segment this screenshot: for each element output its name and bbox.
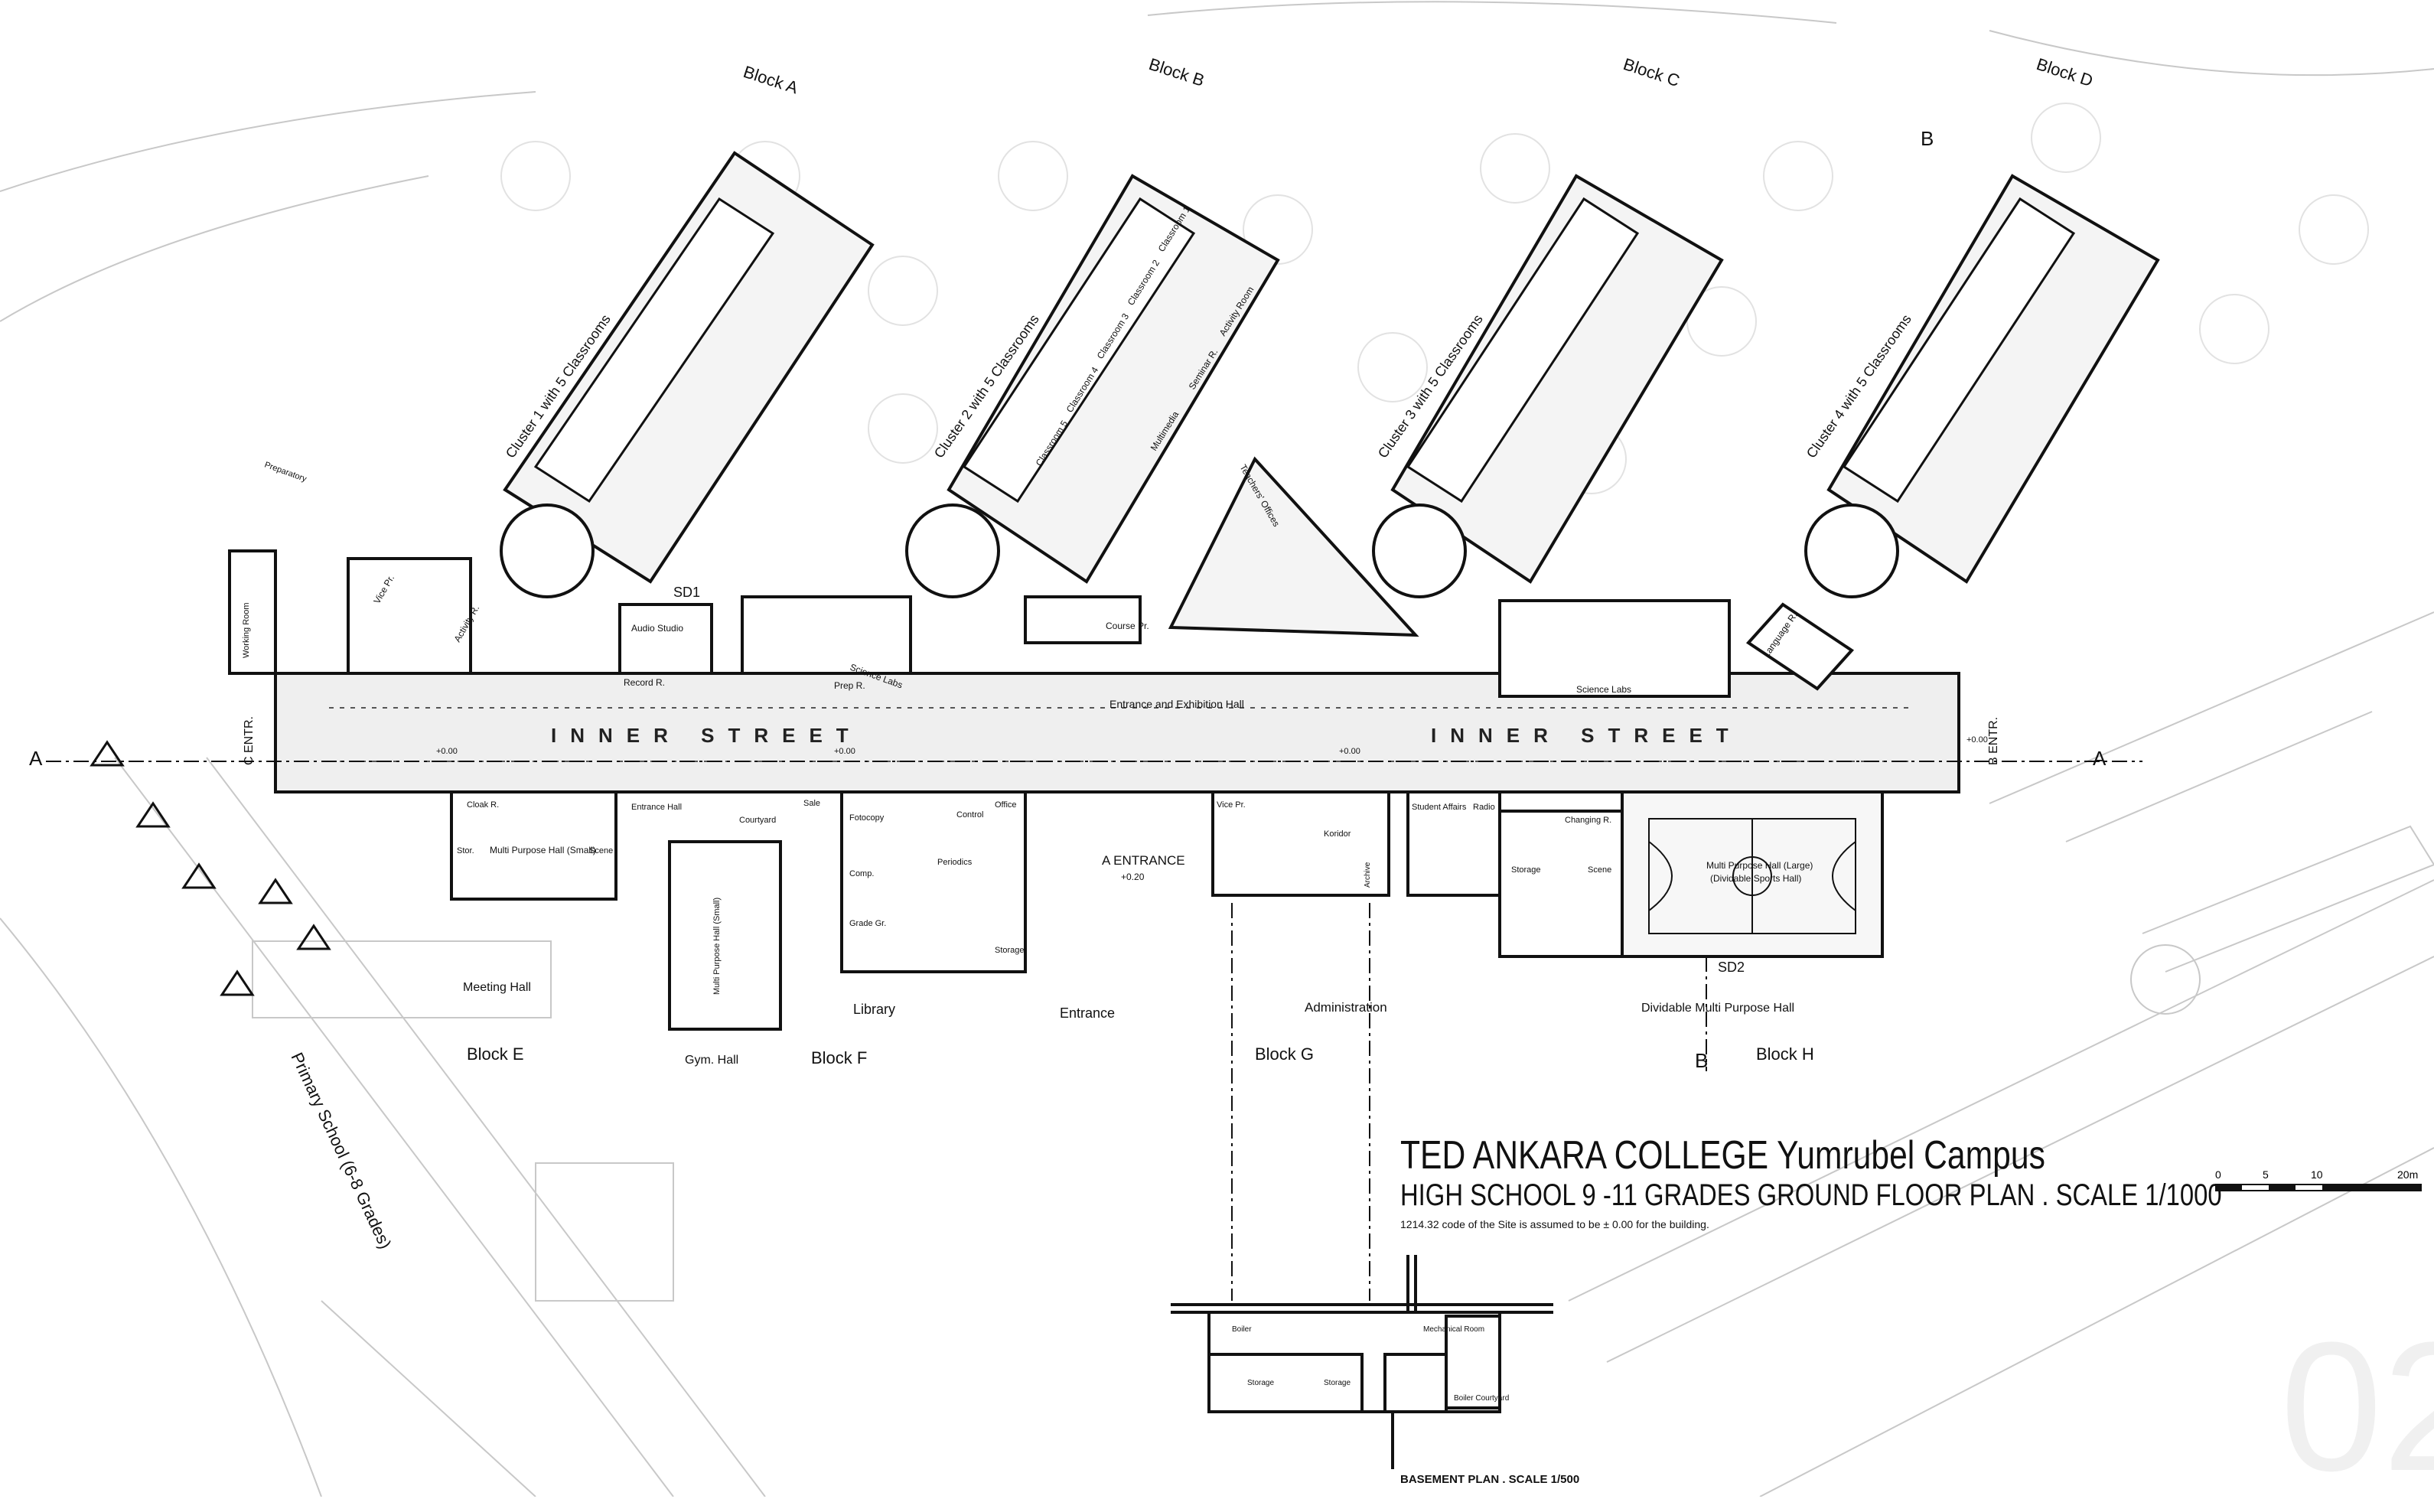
- sports-court: [1648, 818, 1856, 934]
- courtyard-label: Courtyard: [739, 816, 776, 825]
- basement-mechanical: Mechanical Room: [1423, 1325, 1484, 1334]
- scale-tick-10: 10: [2311, 1168, 2323, 1181]
- title-block: TED ANKARA COLLEGE Yumrubel Campus HIGH …: [1400, 1132, 2222, 1230]
- a-entrance-label: A ENTRANCE: [1102, 853, 1185, 868]
- control-label: Control: [956, 810, 983, 820]
- south-rooms: [450, 790, 1884, 1031]
- level-marker-1: +0.00: [436, 747, 458, 756]
- level-marker-3: +0.00: [1339, 747, 1360, 756]
- basement-storage-2: Storage: [1324, 1379, 1351, 1387]
- sale-label: Sale: [803, 799, 820, 808]
- vice-pr-admin-label: Vice Pr.: [1217, 800, 1246, 810]
- drawing-subtitle: HIGH SCHOOL 9 -11 GRADES GROUND FLOOR PL…: [1400, 1178, 2222, 1212]
- grade-gr-label: Grade Gr.: [849, 919, 886, 928]
- primary-school-label: Primary School (6-8 Grades): [287, 1050, 395, 1252]
- record-room-label: Record R.: [624, 677, 665, 688]
- sports-hall-label: (Dividable Sports Hall): [1710, 873, 1801, 884]
- a-entrance-level: +0.20: [1121, 872, 1145, 882]
- block-a-label: Block A: [741, 62, 800, 98]
- teachers-offices-wedge: [1168, 456, 1419, 637]
- entrance-zone: Entrance: [1060, 1005, 1115, 1021]
- exhibition-hall-label: Entrance and Exhibition Hall: [1109, 698, 1244, 710]
- stor-label: Stor.: [457, 846, 474, 855]
- section-sd1: SD1: [673, 585, 700, 600]
- basement-storage-1: Storage: [1247, 1379, 1274, 1387]
- entrance-hall-label: Entrance Hall: [631, 803, 682, 812]
- inner-street-left-label: INNER STREET: [551, 724, 862, 747]
- north-rooms: [228, 549, 1855, 698]
- scene-label: Scene: [589, 846, 613, 855]
- mph-large-label: Multi Purpose Hall (Large): [1706, 860, 1813, 871]
- course-pr-label: Course Pr.: [1106, 621, 1149, 631]
- storage-library-label: Storage: [995, 946, 1025, 955]
- office-label: Office: [995, 800, 1017, 810]
- classroom-partitions: [533, 197, 2076, 503]
- block-c-label: Block C: [1621, 54, 1682, 90]
- stair-rotundas: [500, 503, 1899, 598]
- section-b-bottom: B: [1695, 1049, 1708, 1072]
- science-labs-right-label: Science Labs: [1576, 684, 1631, 695]
- site-markers: [90, 740, 331, 996]
- audio-studio-label: Audio Studio: [631, 623, 683, 634]
- sheet-number-watermark: 02: [2280, 1304, 2434, 1509]
- block-b-label: Block B: [1146, 54, 1207, 90]
- b-entrance-label: B ENTR.: [1987, 717, 2000, 765]
- basement-plan: [1171, 1255, 1553, 1469]
- section-lines: [46, 761, 2142, 1301]
- archive-label: Archive: [1364, 862, 1372, 888]
- basement-boiler: Boiler: [1232, 1325, 1252, 1334]
- fotocopy-label: Fotocopy: [849, 813, 885, 823]
- storage-sports-label: Storage: [1511, 865, 1541, 875]
- cloak-room-label: Cloak R.: [467, 800, 499, 810]
- level-marker-4: +0.00: [1966, 735, 1988, 745]
- changing-room-label: Changing R.: [1565, 816, 1611, 825]
- section-a-right: A: [2093, 747, 2107, 770]
- section-b-top: B: [1921, 127, 1934, 150]
- periodics-label: Periodics: [937, 858, 973, 867]
- meeting-hall-zone: Meeting Hall: [463, 981, 531, 994]
- section-a-left: A: [29, 747, 43, 770]
- block-h-label: Block H: [1756, 1044, 1814, 1064]
- level-marker-2: +0.00: [834, 747, 855, 756]
- student-affairs-label: Student Affairs: [1412, 803, 1467, 812]
- block-e-label: Block E: [467, 1044, 524, 1064]
- block-d-label: Block D: [2034, 54, 2095, 90]
- basement-caption: BASEMENT PLAN . SCALE 1/500: [1400, 1473, 1580, 1486]
- gym-hall-zone: Gym. Hall: [685, 1054, 738, 1067]
- administration-zone: Administration: [1305, 1000, 1387, 1015]
- scene-sports-label: Scene: [1588, 865, 1611, 875]
- scale-tick-0: 0: [2215, 1168, 2221, 1181]
- drawing-note: 1214.32 code of the Site is assumed to b…: [1400, 1218, 1709, 1230]
- gym-small-label: Multi Purpose Hall (Small): [712, 898, 722, 995]
- basement-boiler-courtyard: Boiler Courtyard: [1454, 1394, 1509, 1403]
- drawing-title: TED ANKARA COLLEGE Yumrubel Campus: [1400, 1133, 2045, 1178]
- inner-street-right-label: INNER STREET: [1431, 724, 1742, 747]
- prep-room-label: Prep R.: [834, 680, 865, 691]
- koridor-label: Koridor: [1324, 829, 1351, 839]
- block-f-label: Block F: [811, 1048, 867, 1067]
- comp-label: Comp.: [849, 869, 874, 878]
- scale-bar: 0 5 10 20m: [2214, 1163, 2423, 1209]
- section-sd2: SD2: [1718, 960, 1745, 975]
- radio-label: Radio: [1473, 803, 1495, 812]
- library-zone: Library: [853, 1002, 895, 1017]
- scale-tick-20m: 20m: [2397, 1168, 2418, 1181]
- scale-tick-5: 5: [2263, 1168, 2269, 1181]
- c-entrance-label: C ENTR.: [243, 716, 256, 765]
- mph-small-label: Multi Purpose Hall (Small): [490, 845, 596, 855]
- dividable-hall-zone: Dividable Multi Purpose Hall: [1641, 1002, 1794, 1015]
- preparatory-label: Preparatory: [263, 461, 308, 484]
- block-g-label: Block G: [1255, 1044, 1314, 1064]
- working-room-label: Working Room: [242, 602, 251, 658]
